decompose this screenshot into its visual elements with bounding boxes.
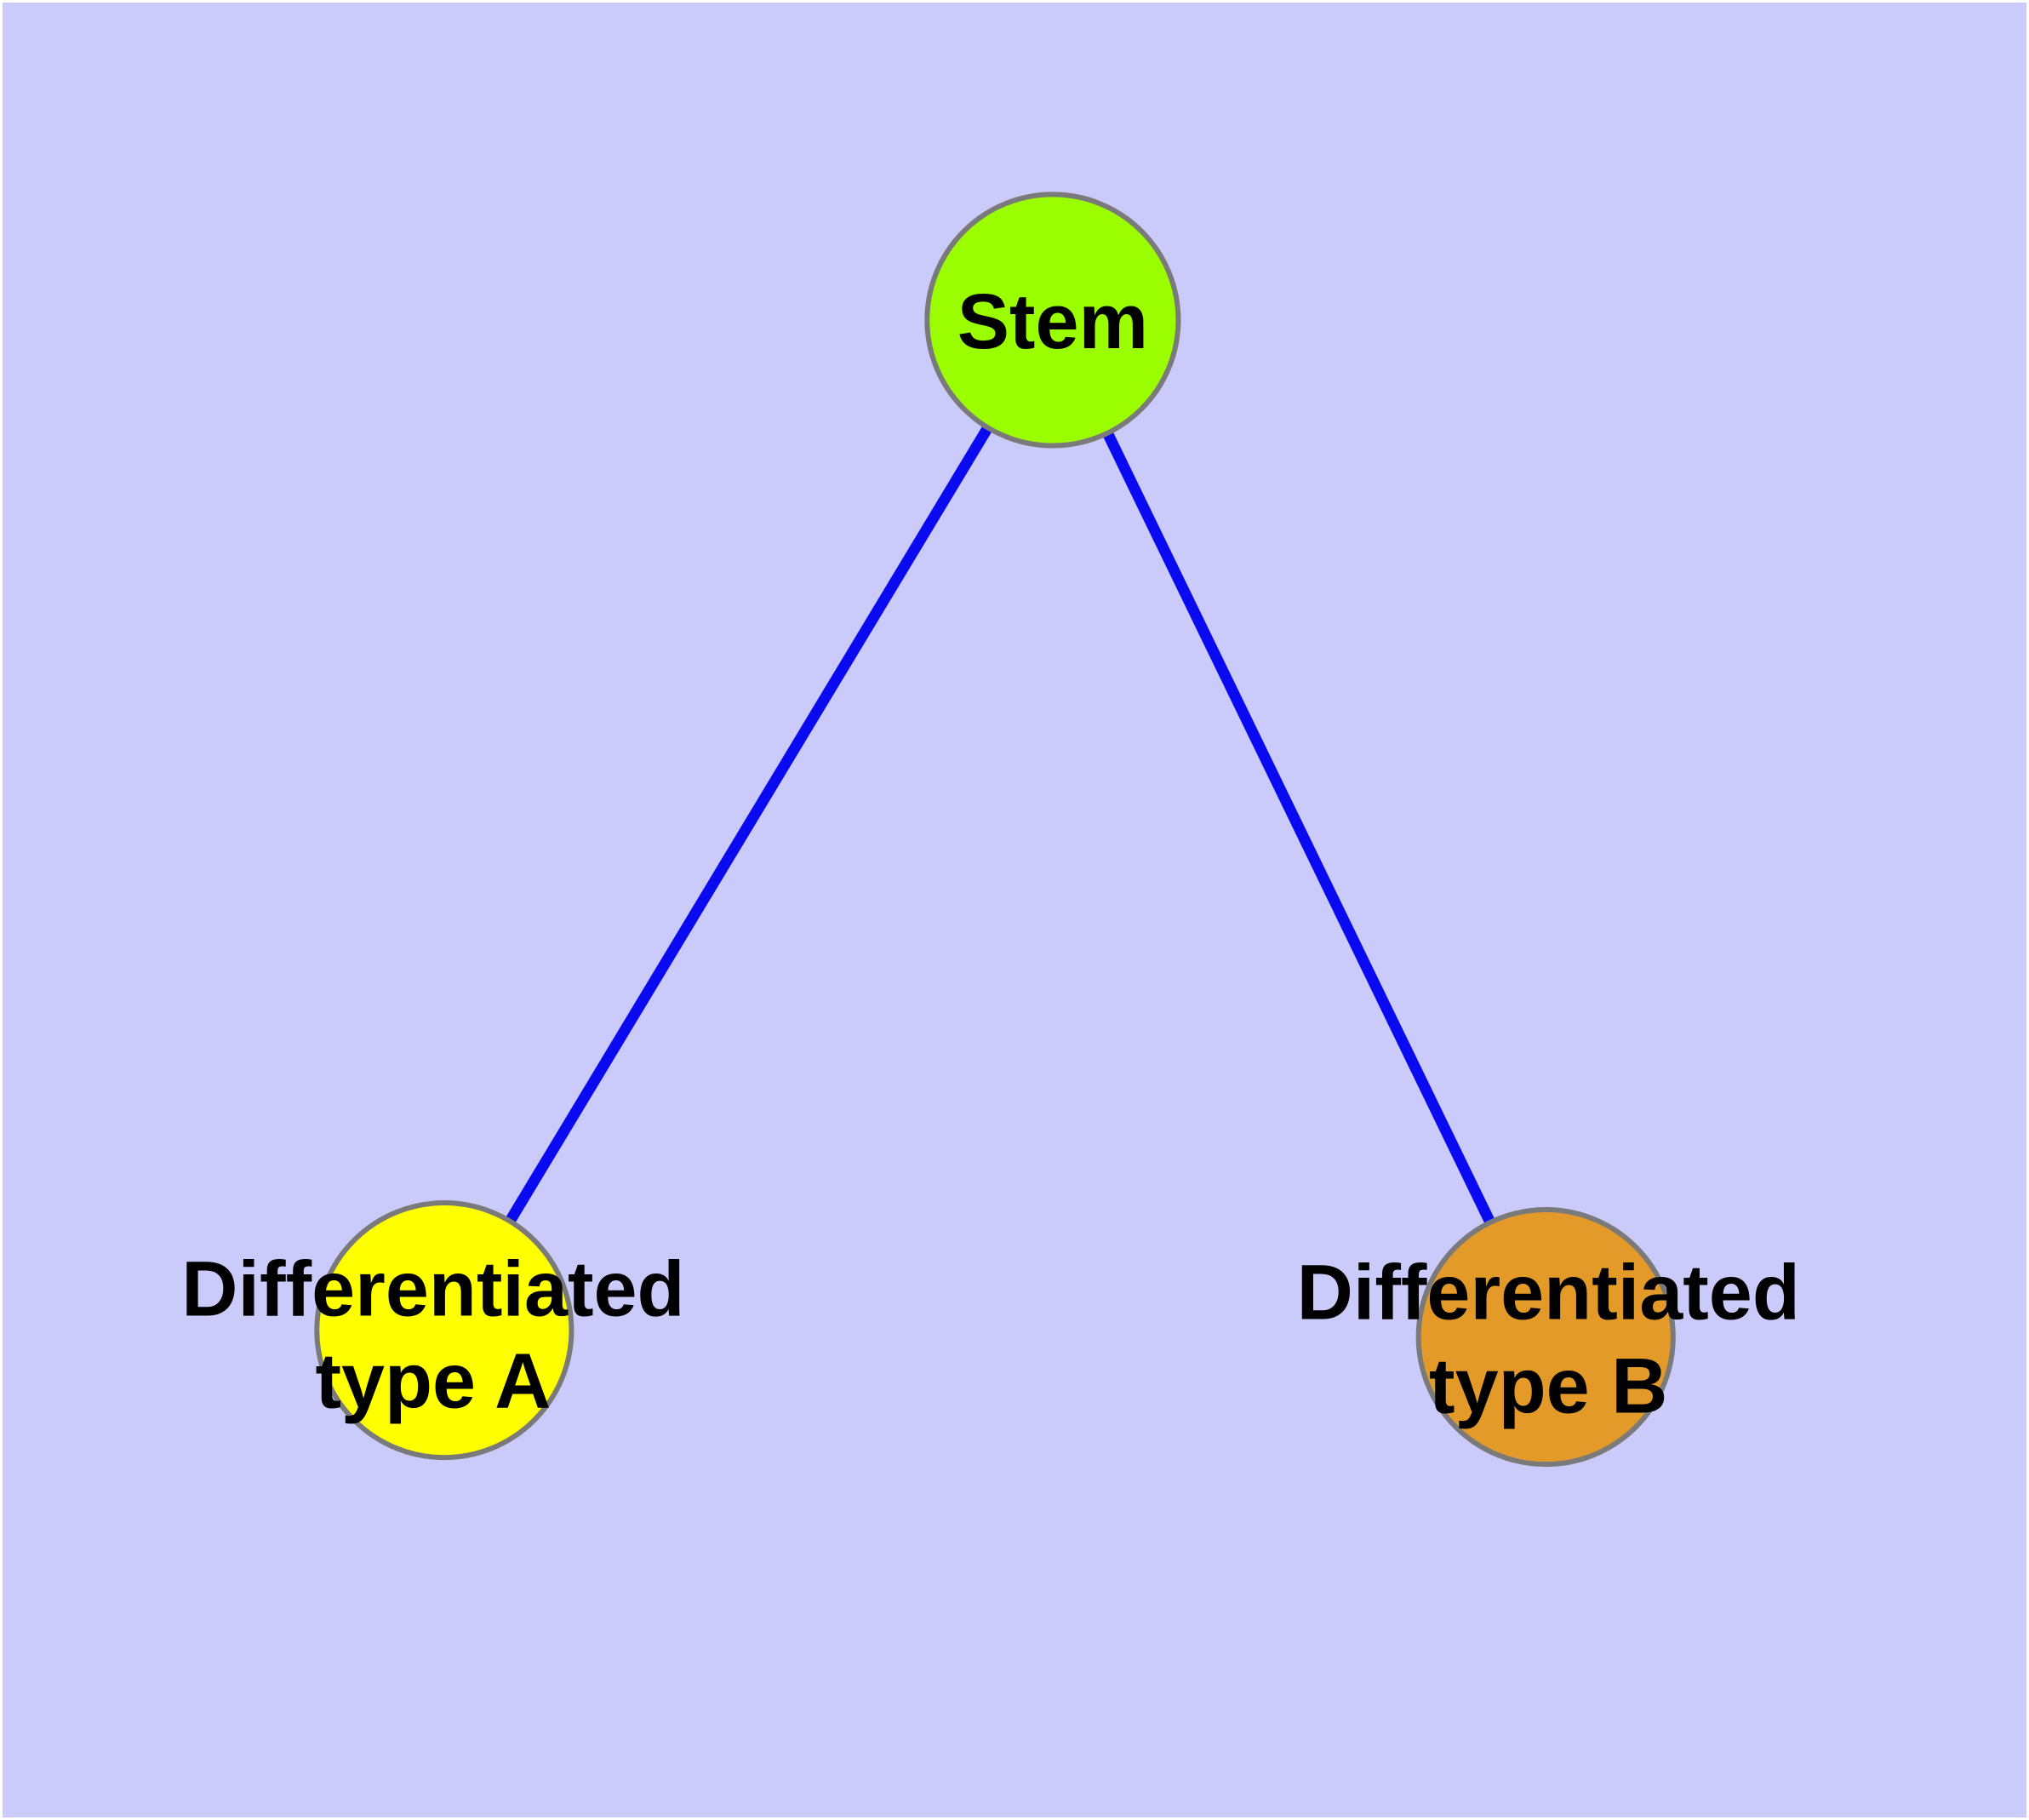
edge-stem-to-type-b	[1048, 318, 1552, 1340]
edge-stem-to-type-a	[439, 317, 1058, 1333]
node-type-b-label-line2: type B	[1429, 1342, 1667, 1429]
node-differentiated-type-b	[1415, 1207, 1676, 1468]
node-stem-label: Stem	[957, 278, 1148, 365]
graph-svg: Stem Differentiated type A Differentiate…	[181, 192, 1800, 1468]
diagram-canvas: Stem Differentiated type A Differentiate…	[3, 3, 2026, 1817]
node-differentiated-type-a	[314, 1200, 574, 1461]
node-type-b-label-line1: Differentiated	[1297, 1250, 1800, 1336]
node-stem	[924, 192, 1181, 449]
node-type-a-label-line2: type A	[315, 1337, 551, 1424]
node-type-a-label-line1: Differentiated	[181, 1246, 684, 1333]
